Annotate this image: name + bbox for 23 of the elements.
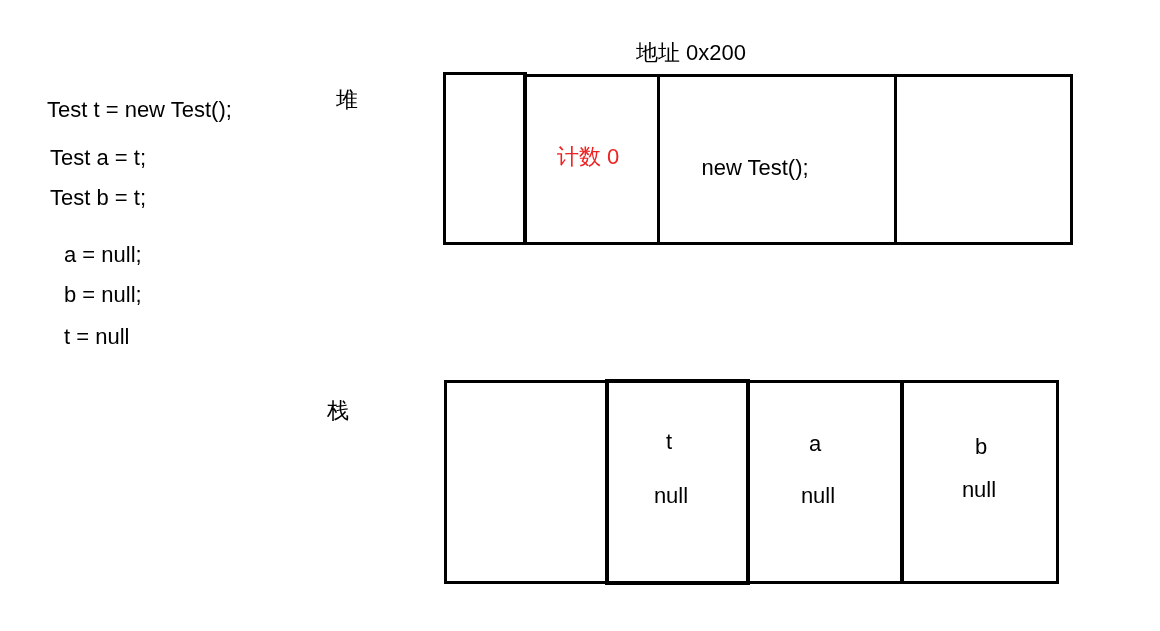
cell-text: null bbox=[961, 477, 997, 503]
code-line: a = null; bbox=[64, 242, 142, 268]
code-line: Test t = new Test(); bbox=[47, 97, 232, 123]
memory-cell bbox=[657, 74, 897, 245]
section-label: 堆 bbox=[336, 87, 358, 113]
cell-text: new Test(); bbox=[701, 155, 809, 181]
cell-text: null bbox=[800, 483, 836, 509]
memory-cell bbox=[443, 72, 527, 245]
code-line: t = null bbox=[64, 324, 130, 350]
code-line: b = null; bbox=[64, 282, 142, 308]
section-label: 栈 bbox=[327, 398, 349, 424]
address-label: 地址 0x200 bbox=[636, 40, 747, 66]
code-line: Test b = t; bbox=[50, 185, 146, 211]
memory-cell bbox=[900, 380, 1059, 584]
cell-text: b bbox=[974, 434, 988, 460]
memory-cell bbox=[894, 74, 1073, 245]
cell-text: 计数 0 bbox=[556, 144, 620, 170]
memory-cell bbox=[747, 380, 904, 584]
code-line: Test a = t; bbox=[50, 145, 146, 171]
cell-text: t bbox=[665, 429, 673, 455]
cell-text: null bbox=[653, 483, 689, 509]
memory-cell bbox=[605, 379, 750, 585]
cell-text: a bbox=[808, 431, 822, 457]
